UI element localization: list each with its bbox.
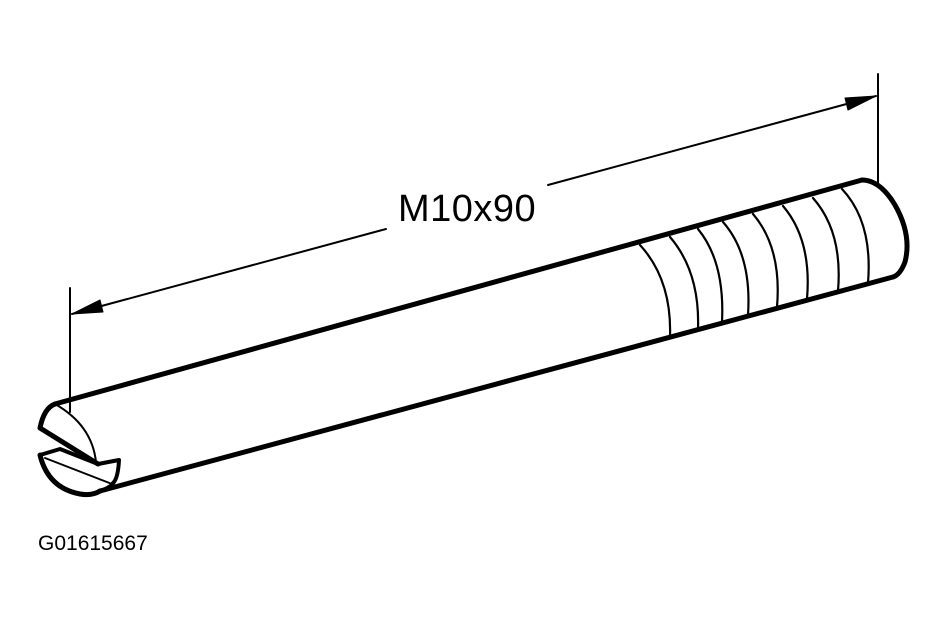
thread-lines [638, 187, 870, 339]
slot-face-arc [54, 403, 97, 463]
figure-code: G01615667 [38, 532, 148, 555]
slot-lower-face [38, 447, 100, 466]
dimension-line-right [547, 95, 877, 186]
arrowhead-left [71, 299, 104, 315]
arrowhead-right [844, 95, 877, 111]
slot-upper-face [37, 401, 101, 467]
slot-lower-curve [37, 452, 103, 498]
shaft-top-edge [52, 177, 865, 407]
slot-lower-face-edge [44, 457, 113, 492]
dimension-line-left [71, 228, 387, 315]
shaft-right-end [859, 177, 910, 280]
slot-bottom [96, 458, 121, 486]
shaft-bottom-edge [97, 274, 896, 494]
dimension-label: M10x90 [398, 188, 537, 230]
